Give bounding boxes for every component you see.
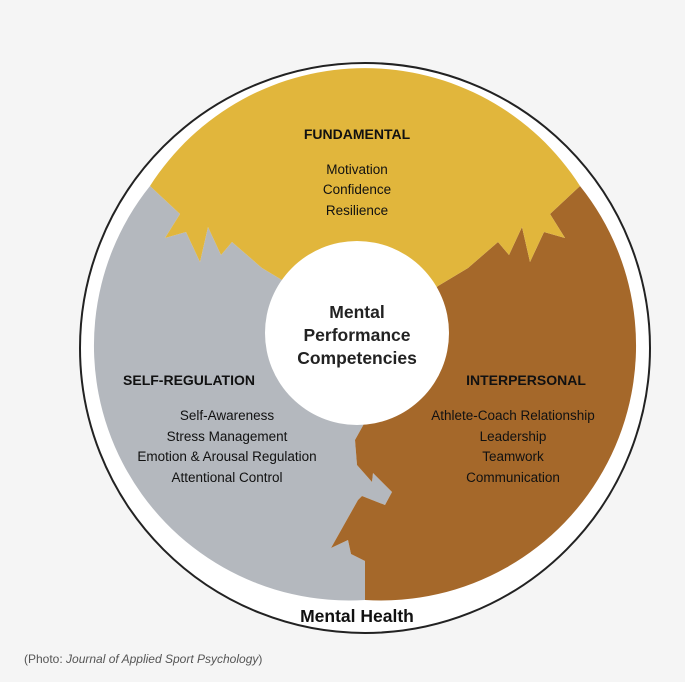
fundamental-item: Resilience <box>326 203 388 218</box>
competency-wheel: Mental Performance Competencies FUNDAMEN… <box>79 62 651 634</box>
interpersonal-item: Athlete-Coach Relationship <box>431 408 595 423</box>
center-label-2: Performance <box>304 325 411 345</box>
self-regulation-item: Emotion & Arousal Regulation <box>137 449 316 464</box>
fundamental-item: Motivation <box>326 162 388 177</box>
self-regulation-item: Attentional Control <box>171 470 282 485</box>
interpersonal-item: Teamwork <box>482 449 544 464</box>
caption-source: Journal of Applied Sport Psychology <box>66 652 259 666</box>
caption-open: (Photo: <box>24 652 67 666</box>
fundamental-title: FUNDAMENTAL <box>304 126 411 142</box>
segment-fundamental <box>150 68 580 346</box>
self-regulation-item: Stress Management <box>167 429 288 444</box>
mental-health-label: Mental Health <box>300 606 414 626</box>
interpersonal-item: Leadership <box>480 429 547 444</box>
center-label-1: Mental <box>329 302 384 322</box>
center-circle <box>265 241 449 425</box>
self-regulation-item: Self-Awareness <box>180 408 275 423</box>
fundamental-item: Confidence <box>323 182 391 197</box>
interpersonal-item: Communication <box>466 470 560 485</box>
segment-interpersonal <box>331 186 637 601</box>
caption-close: ) <box>258 652 263 666</box>
center-label-3: Competencies <box>297 348 417 368</box>
segment-self-regulation <box>93 186 392 601</box>
photo-caption: (Photo: Journal of Applied Sport Psychol… <box>24 652 262 666</box>
self-regulation-title: SELF-REGULATION <box>123 372 255 388</box>
interpersonal-title: INTERPERSONAL <box>466 372 586 388</box>
